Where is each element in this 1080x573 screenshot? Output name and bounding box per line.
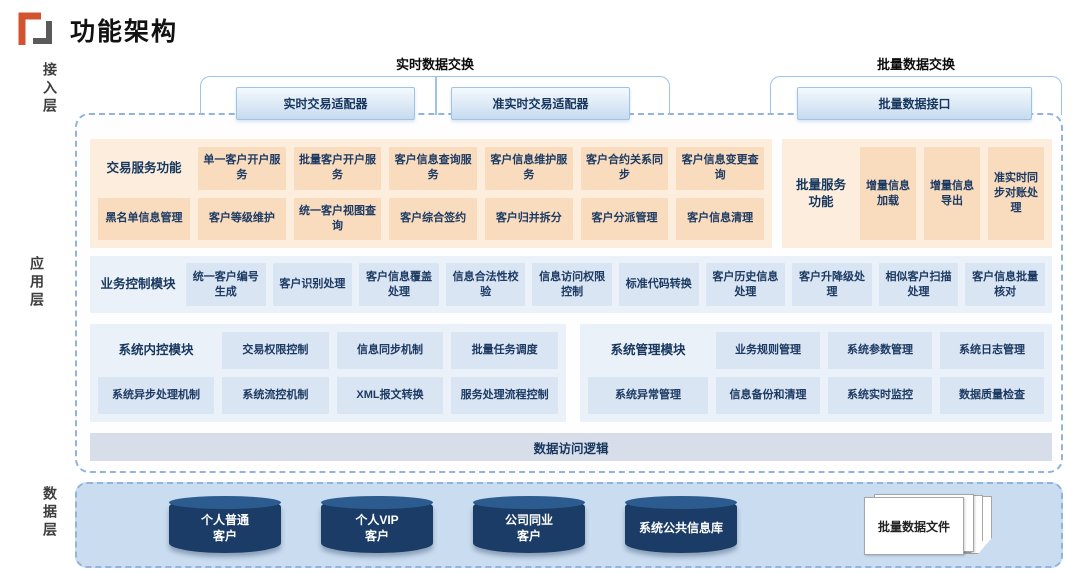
trade-function-box: 黑名单信息管理 (98, 197, 190, 240)
control-function-box: 信息访问权限控制 (532, 263, 612, 306)
system-management-box: 数据质量检查 (940, 377, 1044, 414)
database-cylinder: 公司同业 客户 (473, 496, 585, 553)
internal-control-box: 信息同步机制 (336, 332, 444, 369)
data-layer-row: 个人普通 客户个人VIP 客户公司同业 客户系统公共信息库 批量数据文件 (77, 484, 1061, 566)
batch-function-box: 增量信息加载 (860, 147, 916, 240)
trade-function-box: 客户归并拆分 (484, 197, 573, 240)
control-function-box: 客户升降级处理 (792, 263, 872, 306)
control-function-box: 客户信息批量核对 (965, 263, 1045, 306)
trade-service-label: 交易服务功能 (106, 160, 182, 175)
realtime-exchange-group: 实时数据交换 实时交易适配器 准实时交易适配器 (200, 54, 670, 120)
control-function-box: 客户识别处理 (272, 263, 353, 306)
application-layer-container: 交易服务功能 单一客户开户服务批量客户开户服务客户信息查询服务客户信息维护服务客… (75, 113, 1063, 473)
adapter-box: 批量数据接口 (797, 87, 1032, 120)
internal-control-box: 服务处理流程控制 (451, 377, 558, 414)
business-control-label: 业务控制模块 (100, 277, 176, 292)
internal-control-box: XML报文转换 (336, 377, 444, 414)
trade-function-box: 客户等级维护 (198, 197, 286, 240)
batch-function-box: 准实时同步对账处理 (988, 147, 1044, 240)
adapter-box: 实时交易适配器 (236, 87, 415, 120)
trade-service-panel: 交易服务功能 单一客户开户服务批量客户开户服务客户信息查询服务客户信息维护服务客… (90, 139, 772, 248)
internal-control-panel: 系统内控模块 交易权限控制信息同步机制批量任务调度 系统异步处理机制 系统流控机… (90, 324, 566, 422)
batch-file-label: 批量数据文件 (864, 497, 964, 555)
database-cylinder: 个人普通 客户 (169, 496, 281, 553)
internal-control-box: 系统流控机制 (222, 377, 329, 414)
trade-function-box: 统一客户视图查询 (293, 197, 382, 240)
batch-bracket (770, 76, 1062, 115)
trade-function-box: 客户信息清理 (676, 197, 764, 240)
database-cylinder: 个人VIP 客户 (321, 496, 433, 553)
bracket-divider (435, 77, 437, 115)
page-title: 功能架构 (70, 18, 179, 46)
system-management-box: 系统参数管理 (828, 332, 932, 369)
business-control-panel: 业务控制模块 统一客户编号生成客户识别处理客户信息覆盖处理信息合法性校验信息访问… (90, 256, 1052, 313)
control-function-box: 统一客户编号生成 (186, 263, 266, 306)
control-function-box: 客户历史信息处理 (705, 263, 786, 306)
data-layer-container: 个人普通 客户个人VIP 客户公司同业 客户系统公共信息库 批量数据文件 (75, 482, 1063, 568)
realtime-bracket (200, 76, 670, 115)
layer-label-access: 接入层 (42, 62, 58, 116)
trade-function-box: 客户信息查询服务 (389, 147, 477, 190)
batch-service-panel: 批量服务功能 增量信息加载增量信息导出准实时同步对账处理 (782, 139, 1052, 248)
batch-function-box: 增量信息导出 (924, 147, 980, 240)
control-function-box: 信息合法性校验 (445, 263, 526, 306)
realtime-adapters: 实时交易适配器 准实时交易适配器 (200, 87, 670, 120)
control-function-box: 客户信息覆盖处理 (359, 263, 439, 306)
internal-control-label: 系统内控模块 (118, 343, 194, 358)
database-cylinder: 系统公共信息库 (625, 496, 737, 553)
internal-control-box: 交易权限控制 (222, 332, 329, 369)
system-management-label: 系统管理模块 (610, 343, 686, 358)
layer-label-application: 应用层 (29, 256, 45, 310)
data-access-logic-bar: 数据访问逻辑 (90, 433, 1052, 461)
internal-control-box: 批量任务调度 (451, 332, 558, 369)
trade-function-box: 客户信息维护服务 (484, 147, 573, 190)
batch-adapters: 批量数据接口 (770, 87, 1062, 120)
brand-logo-icon (18, 12, 52, 45)
trade-function-box: 客户分派管理 (580, 197, 669, 240)
batch-exchange-group: 批量数据交换 批量数据接口 (770, 54, 1062, 120)
trade-function-box: 客户综合签约 (389, 197, 477, 240)
batch-file-stack: 批量数据文件 (864, 494, 996, 556)
system-management-panel: 系统管理模块 业务规则管理系统参数管理系统日志管理 系统异常管理 信息备份和清理… (580, 324, 1052, 422)
batch-service-label: 批量服务功能 (795, 177, 846, 209)
internal-control-box: 系统异步处理机制 (98, 377, 214, 414)
control-function-box: 相似客户扫描处理 (878, 263, 959, 306)
batch-exchange-label: 批量数据交换 (876, 57, 955, 72)
system-management-box: 系统异常管理 (588, 377, 708, 414)
layer-label-data: 数据层 (42, 486, 58, 540)
trade-function-box: 客户信息变更查询 (676, 147, 764, 190)
system-management-box: 系统实时监控 (828, 377, 932, 414)
trade-function-box: 批量客户开户服务 (293, 147, 382, 190)
realtime-exchange-label: 实时数据交换 (395, 57, 474, 72)
system-management-box: 信息备份和清理 (716, 377, 820, 414)
system-management-box: 业务规则管理 (716, 332, 820, 369)
system-management-box: 系统日志管理 (940, 332, 1044, 369)
adapter-box: 准实时交易适配器 (451, 87, 630, 120)
trade-function-box: 客户合约关系同步 (580, 147, 669, 190)
control-function-box: 标准代码转换 (618, 263, 699, 306)
trade-function-box: 单一客户开户服务 (198, 147, 286, 190)
